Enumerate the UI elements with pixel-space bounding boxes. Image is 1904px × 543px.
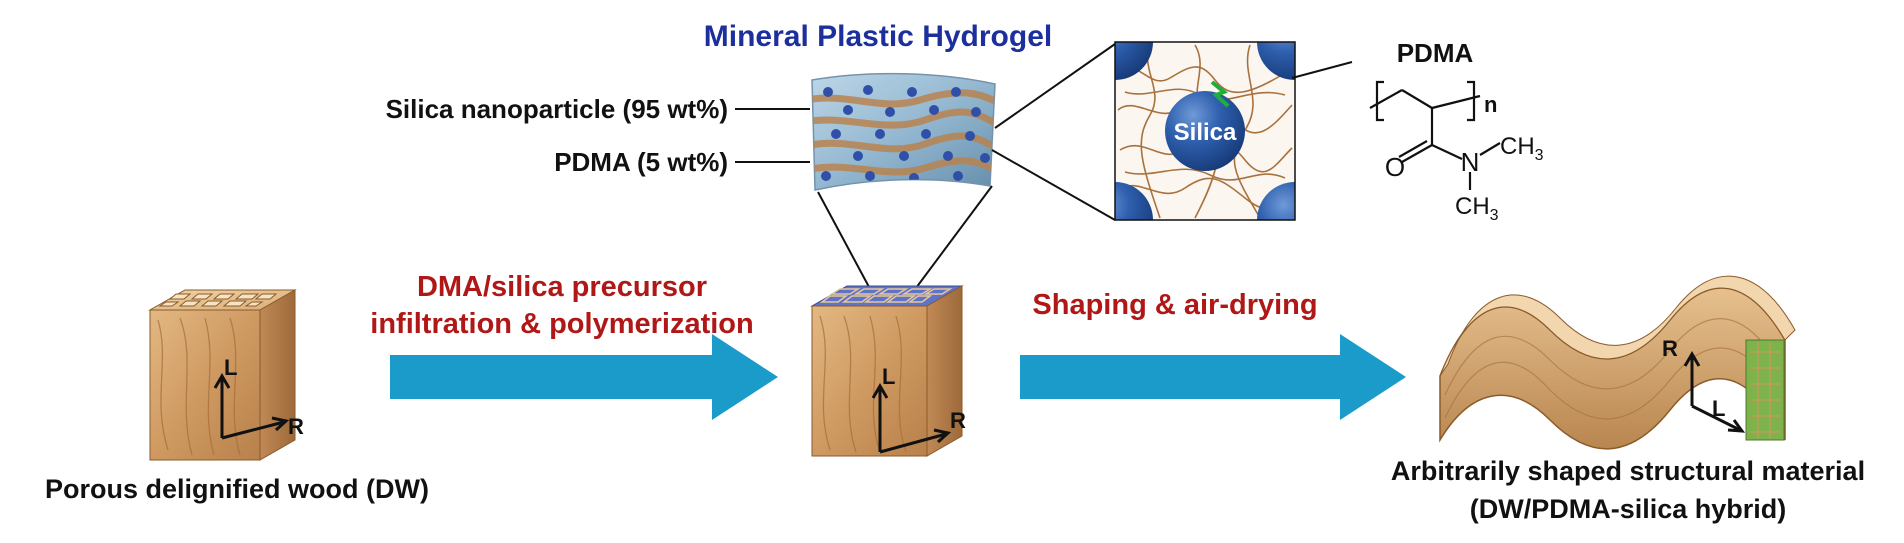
- pdma-leader: [1291, 61, 1353, 79]
- silica-particle-label: Silica: [1174, 119, 1237, 146]
- process-arrow-2: [1020, 334, 1406, 420]
- expansion-line-left: [817, 191, 877, 301]
- pdma-structure: PDMA n O N CH3 CH3: [1369, 38, 1544, 224]
- methyl-upper: CH3: [1500, 133, 1544, 164]
- step1-text-line2: infiltration & polymerization: [370, 308, 753, 340]
- axes-output: [1683, 351, 1746, 433]
- nitrogen-atom: N: [1461, 147, 1480, 177]
- axis-label-r-output: R: [1662, 336, 1678, 361]
- input-caption: Porous delignified wood (DW): [45, 474, 429, 504]
- repeat-unit-n: n: [1484, 92, 1497, 117]
- hydrogel-block: [811, 72, 996, 191]
- process-arrow-1: [390, 334, 778, 420]
- output-caption-line2: (DW/PDMA-silica hybrid): [1470, 494, 1787, 524]
- methyl-lower: CH3: [1455, 193, 1499, 224]
- axes-infiltrated: [871, 383, 952, 454]
- shaped-structural-material: [1439, 275, 1796, 450]
- nanocomposite-zoom: Silica: [1114, 41, 1296, 221]
- pdma-fraction-label: PDMA (5 wt%): [554, 147, 728, 177]
- expansion-line-right: [912, 185, 993, 293]
- step2-text: Shaping & air-drying: [1032, 289, 1317, 321]
- step1-text-line1: DMA/silica precursor: [417, 271, 707, 303]
- zoom-line-lower: [991, 149, 1116, 221]
- hydrogel-title: Mineral Plastic Hydrogel: [704, 20, 1052, 53]
- axis-label-l-input: L: [224, 355, 237, 380]
- axis-label-r-input: R: [288, 414, 304, 439]
- delignified-wood-cube: [148, 289, 297, 461]
- axis-label-r-infiltrated: R: [950, 408, 966, 433]
- axes-input: [213, 373, 290, 440]
- infiltrated-wood-cube: [810, 285, 964, 457]
- oxygen-atom: O: [1385, 152, 1405, 182]
- silica-nanoparticle-label: Silica nanoparticle (95 wt%): [386, 94, 728, 124]
- zoom-line-upper: [994, 43, 1116, 129]
- pdma-structure-title: PDMA: [1397, 38, 1474, 68]
- output-caption-line1: Arbitrarily shaped structural material: [1391, 456, 1865, 486]
- axis-label-l-output: L: [1712, 396, 1725, 421]
- axis-label-l-infiltrated: L: [882, 364, 895, 389]
